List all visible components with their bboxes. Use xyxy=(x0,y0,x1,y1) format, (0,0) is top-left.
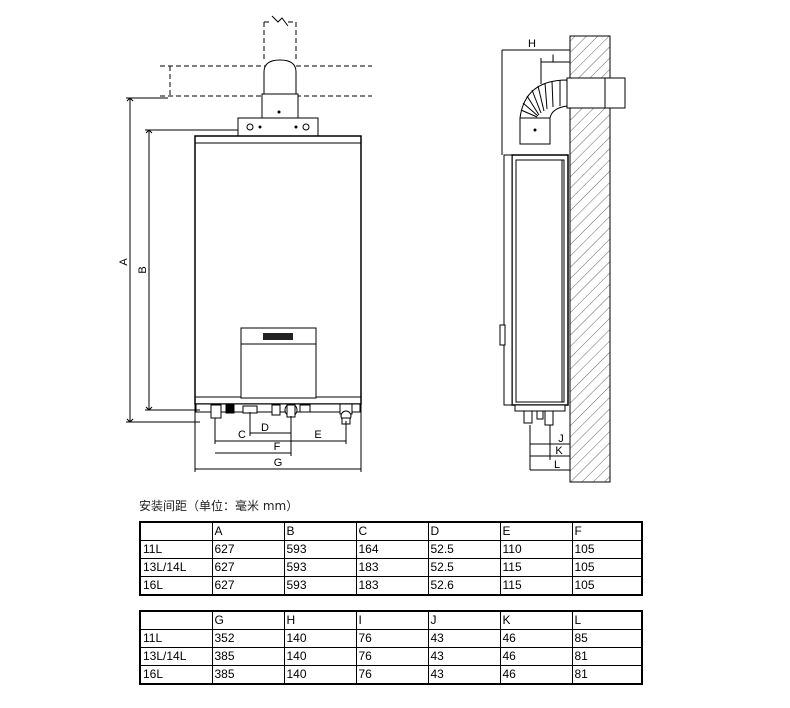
value-cell: 140 xyxy=(283,647,357,666)
value-cell: 385 xyxy=(211,647,285,666)
value-cell: 43 xyxy=(427,647,501,666)
label-d: D xyxy=(261,422,269,434)
header-cell: E xyxy=(499,521,573,541)
value-cell: 105 xyxy=(571,558,643,577)
header-cell: G xyxy=(211,610,285,630)
model-cell: 13L/14L xyxy=(139,558,213,577)
value-cell: 385 xyxy=(211,665,285,685)
label-h: H xyxy=(528,38,536,50)
label-a: A xyxy=(118,258,130,266)
value-cell: 183 xyxy=(355,576,429,596)
value-cell: 627 xyxy=(211,540,285,559)
value-cell: 593 xyxy=(283,558,357,577)
heater-side-body xyxy=(511,154,569,406)
header-cell xyxy=(139,521,213,541)
flue-break-mark xyxy=(271,15,289,27)
value-cell: 76 xyxy=(355,629,429,648)
label-l: L xyxy=(554,459,560,471)
label-g: G xyxy=(274,457,283,469)
header-cell: H xyxy=(283,610,357,630)
label-j: J xyxy=(558,433,564,445)
value-cell: 46 xyxy=(499,665,573,685)
label-c: C xyxy=(238,429,246,441)
value-cell: 593 xyxy=(283,540,357,559)
model-cell: 11L xyxy=(139,540,213,559)
label-e: E xyxy=(314,429,321,441)
header-cell: K xyxy=(499,610,573,630)
value-cell: 85 xyxy=(571,629,643,648)
value-cell: 76 xyxy=(355,665,429,685)
header-cell: L xyxy=(571,610,643,630)
installation-drawing: A B C D E F G xyxy=(118,15,626,483)
value-cell: 140 xyxy=(283,665,357,685)
header-cell: J xyxy=(427,610,501,630)
value-cell: 46 xyxy=(499,647,573,666)
header-cell: D xyxy=(427,521,501,541)
wall xyxy=(569,35,611,483)
header-cell: I xyxy=(355,610,429,630)
value-cell: 81 xyxy=(571,665,643,685)
value-cell: 105 xyxy=(571,540,643,559)
value-cell: 352 xyxy=(211,629,285,648)
value-cell: 140 xyxy=(283,629,357,648)
bottom-connections xyxy=(195,403,361,425)
header-cell: C xyxy=(355,521,429,541)
wall-flue xyxy=(566,77,626,109)
value-cell: 115 xyxy=(499,558,573,577)
value-cell: 593 xyxy=(283,576,357,596)
value-cell: 81 xyxy=(571,647,643,666)
header-cell: B xyxy=(283,521,357,541)
flue-elbow xyxy=(519,79,568,119)
label-i: I xyxy=(551,53,554,65)
caption-text: 安装间距（单位：毫米 mm） xyxy=(139,499,299,513)
value-cell: 110 xyxy=(499,540,573,559)
value-cell: 627 xyxy=(211,558,285,577)
side-view: H I J K L xyxy=(499,35,626,483)
value-cell: 76 xyxy=(355,647,429,666)
side-connections xyxy=(514,404,566,426)
value-cell: 46 xyxy=(499,629,573,648)
model-cell: 11L xyxy=(139,629,213,648)
value-cell: 164 xyxy=(355,540,429,559)
value-cell: 105 xyxy=(571,576,643,596)
model-cell: 13L/14L xyxy=(139,647,213,666)
value-cell: 43 xyxy=(427,665,501,685)
value-cell: 183 xyxy=(355,558,429,577)
value-cell: 52.5 xyxy=(427,558,501,577)
value-cell: 52.5 xyxy=(427,540,501,559)
flue-collar xyxy=(261,93,299,121)
label-k: K xyxy=(555,445,563,457)
value-cell: 115 xyxy=(499,576,573,596)
header-cell xyxy=(139,610,213,630)
model-cell: 16L xyxy=(139,665,213,685)
header-cell: F xyxy=(571,521,643,541)
label-b: B xyxy=(137,266,149,273)
header-cell: A xyxy=(211,521,285,541)
value-cell: 52.6 xyxy=(427,576,501,596)
model-cell: 16L xyxy=(139,576,213,596)
vaillant-logo xyxy=(263,333,293,340)
label-f: F xyxy=(274,441,281,453)
value-cell: 43 xyxy=(427,629,501,648)
front-view: A B C D E F G xyxy=(118,15,372,472)
value-cell: 627 xyxy=(211,576,285,596)
